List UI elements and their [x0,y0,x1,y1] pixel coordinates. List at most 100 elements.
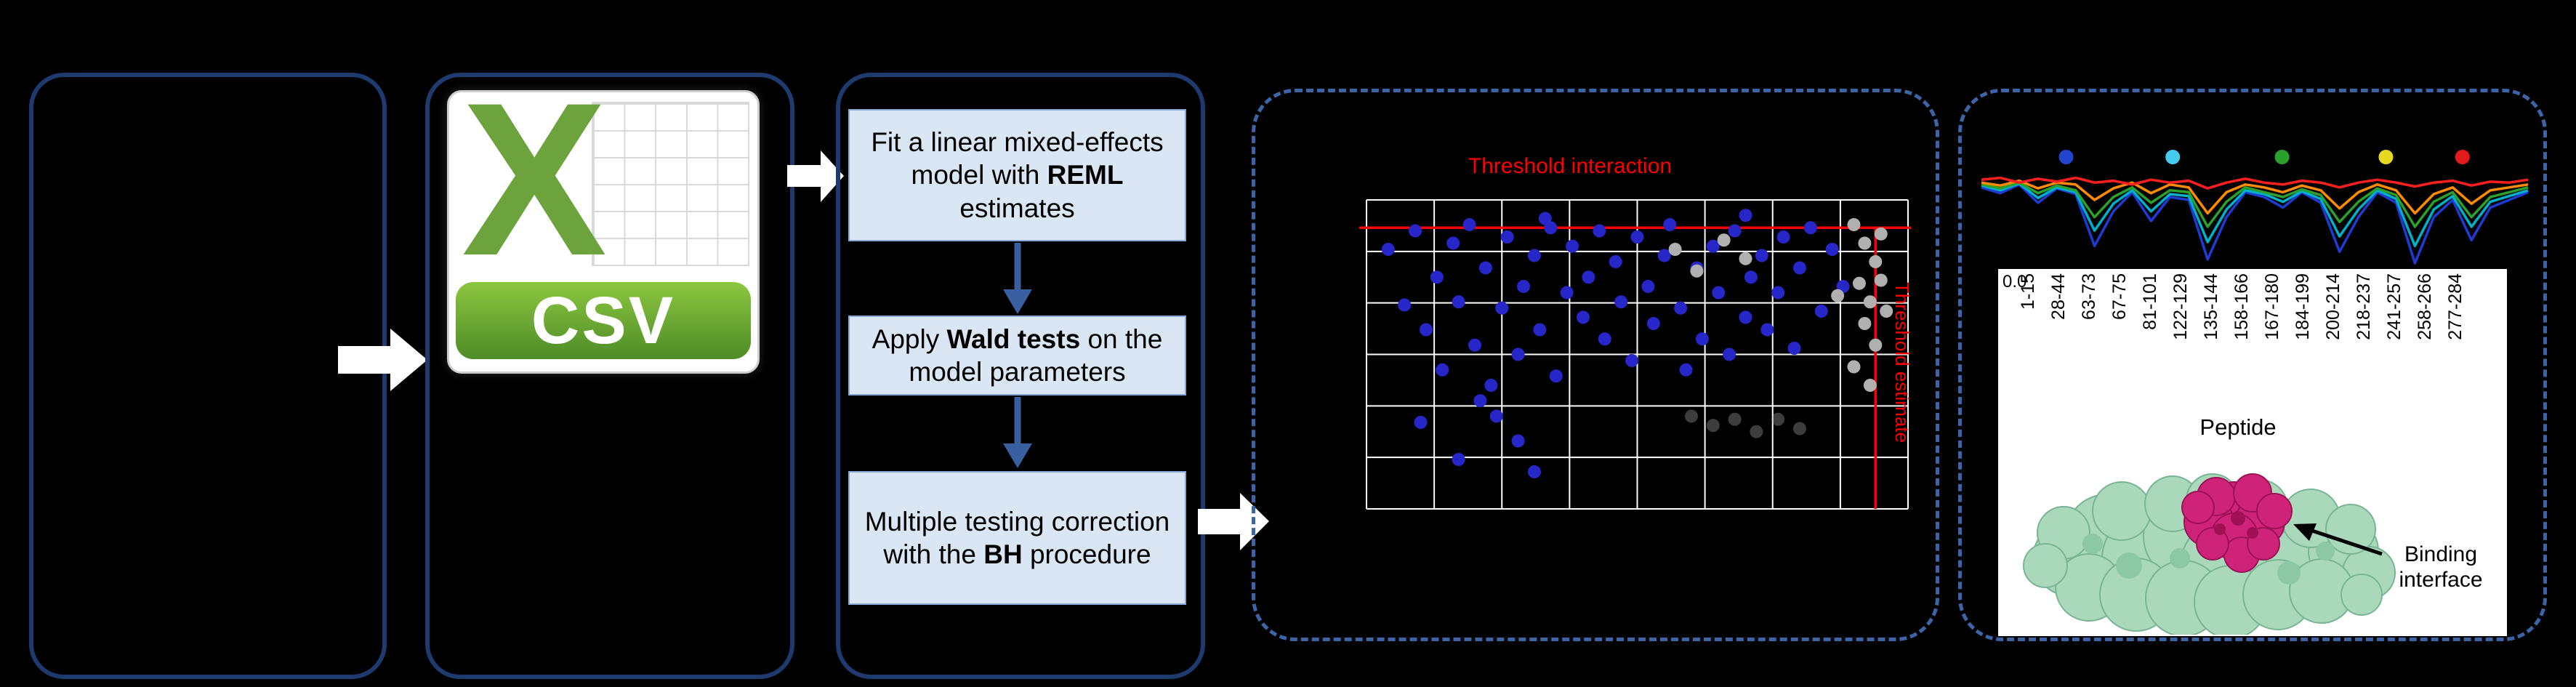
scatter-point [1685,409,1698,423]
scatter-point [1825,243,1839,256]
scatter-point [1462,218,1476,231]
scatter-point [1706,419,1720,433]
scatter-point [1430,270,1444,284]
step-text-post: estimates [959,193,1075,223]
scatter-point [1880,305,1893,318]
profile-line [1981,179,2529,215]
peptide-tick-label: 258-266 [2415,273,2435,340]
peptide-axis-label: Peptide [2199,414,2277,440]
scatter-point [1771,286,1785,300]
scatter-point [1831,289,1845,302]
scatter-point [1646,317,1660,330]
scatter-plot-svg [1359,199,1911,510]
scatter-point [1495,301,1509,315]
protein-structure-svg [2023,473,2396,635]
flow-arrow-right-icon [1198,493,1269,550]
protein-surface-shading [2082,534,2335,584]
profile-chart-svg [1981,150,2529,265]
scatter-point [1771,412,1785,426]
scatter-point [1630,230,1644,244]
scatter-point [1549,369,1563,383]
peptide-tick-label: 122-129 [2170,273,2191,340]
series-marker-dot [2058,150,2074,164]
binding-interface-label: Binding interface [2399,542,2483,592]
flow-arrow-right-icon [787,150,844,202]
scatter-point [1489,409,1503,423]
scatter-point [1511,347,1525,361]
scatter-point [1473,394,1487,408]
scatter-point [1484,379,1498,392]
peptide-tick-label: 81-101 [2140,273,2160,330]
y-tick-label: 0.0 [2003,272,2027,292]
scatter-point [1452,453,1465,466]
peptide-tick-label: 135-144 [2201,273,2221,340]
scatter-point [1717,233,1731,247]
scatter-point [1566,239,1579,253]
peptide-tick-label: 241-257 [2384,273,2404,340]
scatter-point [1863,295,1877,309]
scatter-point [1663,218,1677,231]
scatter-point [1847,218,1861,231]
scatter-point [1641,280,1655,293]
peptide-tick-label: 184-199 [2293,273,2313,340]
scatter-point [1739,310,1752,324]
series-marker-dot [2274,150,2290,164]
peptide-tick-label: 67-75 [2109,273,2130,320]
scatter-point [1679,363,1693,377]
scatter-point [1858,236,1872,250]
scatter-point [1468,338,1481,352]
step-text-bold: BH [983,539,1023,569]
scatter-point [1787,342,1801,355]
scatter-point [1625,354,1639,367]
scatter-point [1668,243,1682,256]
scatter-point [1614,295,1628,309]
step-bh-correction: Multiple testing correction with the BH … [848,471,1186,605]
input-data-box [29,73,387,679]
scatter-point [1500,230,1514,244]
profile-result-panel [1958,89,2547,641]
step-text-bold: Wald tests [946,324,1081,354]
scatter-point [1712,286,1726,300]
flow-arrow-right-icon [338,329,427,391]
scatter-point [1538,212,1552,225]
scatter-point [1739,209,1752,222]
binding-arrow-icon [2293,523,2383,556]
scatter-point [1706,239,1720,253]
profile-line [1981,176,2529,190]
scatter-point [1517,280,1531,293]
step-text-bold: REML [1047,160,1124,190]
scatter-point [1674,301,1688,315]
step-fit-model-text: Fit a linear mixed-effects model with RE… [858,126,1176,224]
peptide-tick-label: 63-73 [2079,273,2099,320]
profile-line [1981,183,2529,265]
model-pipeline-box [836,73,1205,679]
scatter-point [1478,261,1492,275]
scatter-point [1869,255,1883,268]
scatter-point [1776,230,1790,244]
scatter-point [1723,347,1736,361]
scatter-point [1863,379,1877,392]
scatter-point [1852,276,1866,290]
peptide-tick-label: 277-284 [2445,273,2466,340]
scatter-point [1577,310,1590,324]
scatter-point [1695,332,1709,346]
step-text-pre: Apply [872,324,947,354]
scatter-point [1690,264,1704,278]
scatter-point [1750,425,1763,438]
step-fit-model: Fit a linear mixed-effects model with RE… [848,109,1186,241]
scatter-point [1869,338,1883,352]
scatter-point [1527,249,1541,262]
scatter-point [1511,434,1525,448]
scatter-point [1598,332,1611,346]
step-text-pre: Multiple testing correction with the [864,506,1170,569]
profile-line [1981,181,2529,228]
scatter-point [1814,305,1828,318]
series-marker-dot [2455,150,2470,164]
csv-file-icon: X CSV [447,70,760,374]
scatter-point [1398,298,1412,312]
excel-x-glyph: X [462,57,608,301]
peptide-tick-label: 1-15 [2018,273,2038,310]
scatter-point [1452,295,1465,309]
down-arrow-icon [1003,243,1032,314]
